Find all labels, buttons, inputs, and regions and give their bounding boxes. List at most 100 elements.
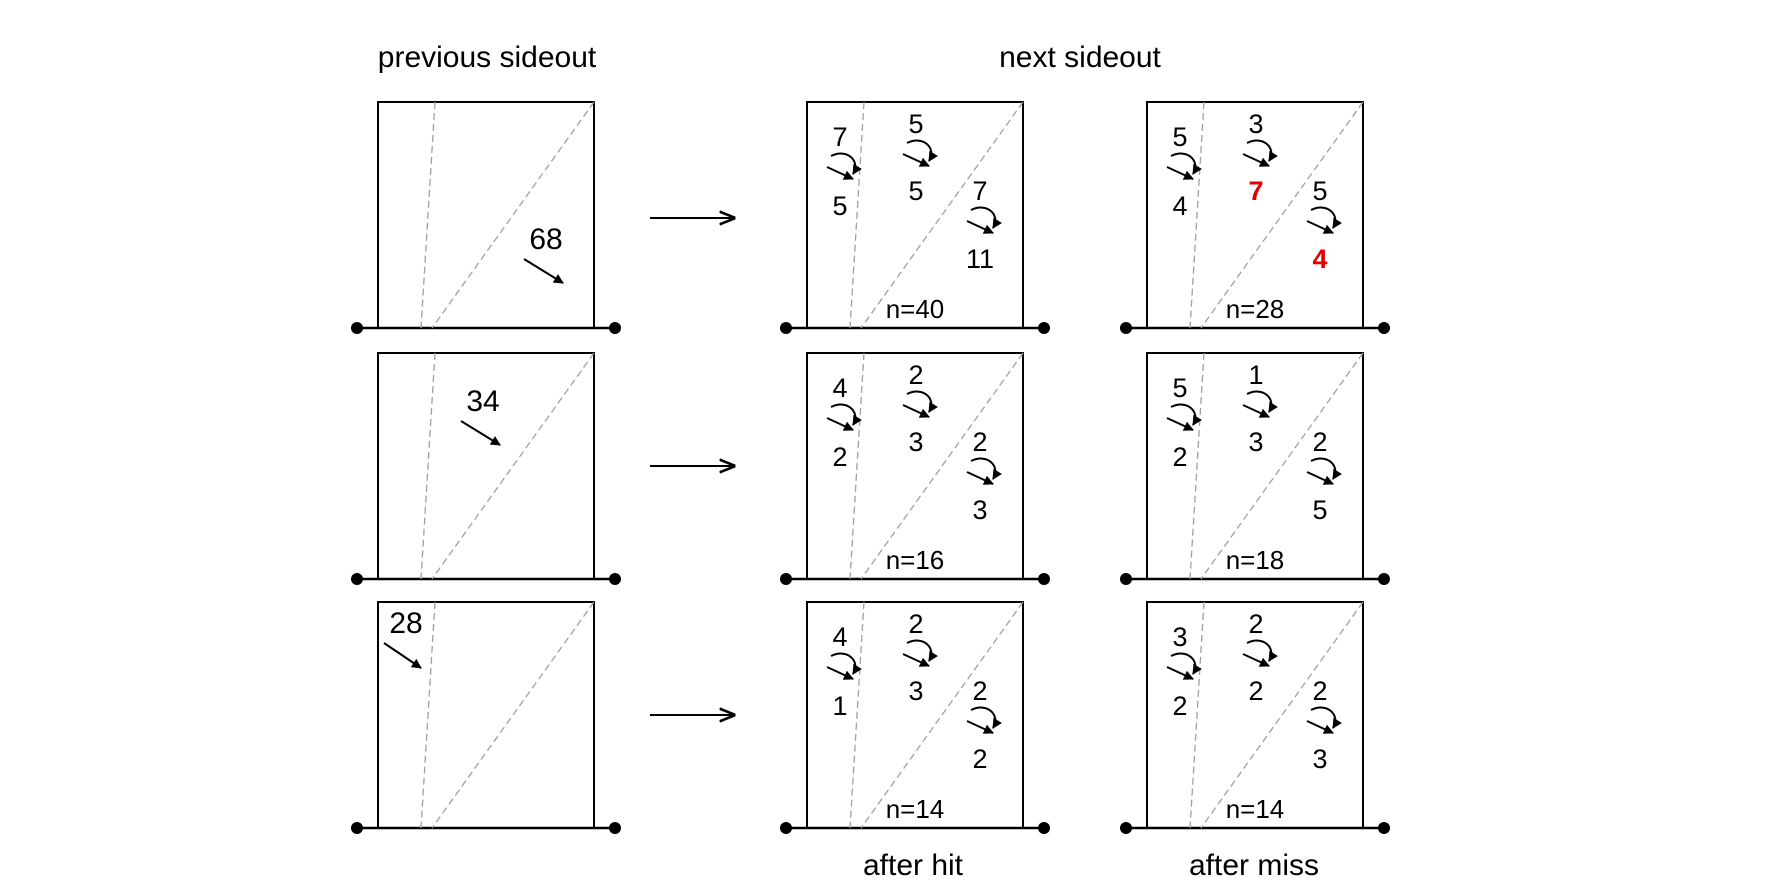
zone-1-top-count: 5 bbox=[1172, 122, 1187, 152]
net-post-left bbox=[780, 322, 792, 334]
zone-3-bottom-count: 2 bbox=[972, 744, 987, 774]
curved-return-arrow-icon bbox=[906, 639, 938, 662]
after-miss-court: 5 4 3 7 5 4 n=28 bbox=[1120, 101, 1390, 334]
zone-2-bottom-count: 5 bbox=[908, 176, 923, 206]
previous-count-label: 68 bbox=[529, 223, 562, 256]
zone-3-top-count: 2 bbox=[972, 676, 987, 706]
attack-arrow-icon bbox=[1166, 417, 1194, 431]
curved-return-arrow-icon bbox=[970, 457, 1002, 480]
zone-3-bottom-count: 5 bbox=[1312, 495, 1327, 525]
zone-3-bottom-count: 4 bbox=[1312, 244, 1327, 274]
previous-count-label: 28 bbox=[389, 607, 422, 640]
curved-return-arrow-icon bbox=[830, 403, 862, 426]
net-post-left bbox=[780, 573, 792, 585]
net-post-right bbox=[1378, 322, 1390, 334]
attack-arrow-icon bbox=[966, 720, 994, 734]
sample-size-label: n=14 bbox=[1226, 794, 1285, 824]
curved-return-arrow-icon bbox=[1246, 390, 1278, 413]
zone-divider-left bbox=[420, 601, 436, 829]
net-post-right bbox=[1378, 822, 1390, 834]
zone-3-bottom-count: 3 bbox=[1312, 744, 1327, 774]
curved-return-arrow-icon bbox=[1170, 152, 1202, 175]
attack-direction-arrow-icon bbox=[460, 420, 501, 446]
zone-2-bottom-count: 3 bbox=[908, 427, 923, 457]
next-sideout-header: next sideout bbox=[999, 41, 1161, 74]
attack-arrow-icon bbox=[902, 153, 930, 167]
zone-1-top-count: 4 bbox=[832, 373, 847, 403]
net-post-left bbox=[780, 822, 792, 834]
zone-3-bottom-count: 11 bbox=[966, 244, 994, 274]
curved-return-arrow-icon bbox=[1246, 139, 1278, 162]
curved-return-arrow-icon bbox=[830, 652, 862, 675]
attack-arrow-icon bbox=[826, 166, 854, 180]
zone-divider-left bbox=[420, 352, 436, 580]
curved-return-arrow-icon bbox=[830, 152, 862, 175]
curved-return-arrow-icon bbox=[1170, 403, 1202, 426]
zone-2-top-count: 2 bbox=[908, 360, 923, 390]
zone-divider-right bbox=[431, 352, 595, 580]
curved-return-arrow-icon bbox=[1246, 639, 1278, 662]
zone-divider-right bbox=[1200, 601, 1364, 829]
zone-1-bottom-count: 4 bbox=[1172, 191, 1187, 221]
curved-return-arrow-icon bbox=[1170, 652, 1202, 675]
net-post-left bbox=[1120, 822, 1132, 834]
attack-arrow-icon bbox=[826, 417, 854, 431]
zone-divider-right bbox=[860, 352, 1024, 580]
zone-3-top-count: 5 bbox=[1312, 176, 1327, 206]
zone-2-bottom-count: 3 bbox=[1248, 427, 1263, 457]
zone-divider-right bbox=[1200, 101, 1364, 329]
curved-return-arrow-icon bbox=[970, 706, 1002, 729]
zone-divider-right bbox=[860, 601, 1024, 829]
net-post-right bbox=[1038, 322, 1050, 334]
zone-divider-right bbox=[431, 601, 595, 829]
zone-divider-left bbox=[1189, 101, 1205, 329]
zone-3-bottom-count: 3 bbox=[972, 495, 987, 525]
attack-arrow-icon bbox=[826, 666, 854, 680]
sample-size-label: n=28 bbox=[1226, 294, 1285, 324]
zone-3-top-count: 7 bbox=[972, 176, 987, 206]
zone-2-bottom-count: 7 bbox=[1248, 176, 1263, 206]
attack-arrow-icon bbox=[966, 471, 994, 485]
zone-divider-left bbox=[1189, 352, 1205, 580]
sample-size-label: n=18 bbox=[1226, 545, 1285, 575]
zone-2-top-count: 3 bbox=[1248, 109, 1263, 139]
curved-return-arrow-icon bbox=[1310, 206, 1342, 229]
zone-divider-left bbox=[1189, 601, 1205, 829]
zone-2-top-count: 1 bbox=[1248, 360, 1263, 390]
previous-sideout-court: 28 bbox=[351, 601, 621, 834]
net-post-left bbox=[1120, 322, 1132, 334]
attack-direction-arrow-icon bbox=[523, 258, 564, 284]
after-miss-label: after miss bbox=[1189, 849, 1319, 882]
attack-arrow-icon bbox=[1306, 220, 1334, 234]
previous-sideout-header: previous sideout bbox=[378, 41, 597, 74]
attack-arrow-icon bbox=[1166, 666, 1194, 680]
attack-arrow-icon bbox=[1242, 153, 1270, 167]
net-post-right bbox=[1378, 573, 1390, 585]
net-post-left bbox=[351, 573, 363, 585]
zone-1-top-count: 7 bbox=[832, 122, 847, 152]
attack-arrow-icon bbox=[966, 220, 994, 234]
zone-2-bottom-count: 3 bbox=[908, 676, 923, 706]
attack-arrow-icon bbox=[1306, 720, 1334, 734]
zone-divider-left bbox=[849, 101, 865, 329]
zone-divider-left bbox=[420, 101, 436, 329]
zone-2-top-count: 2 bbox=[1248, 609, 1263, 639]
zone-1-bottom-count: 2 bbox=[832, 442, 847, 472]
zone-1-bottom-count: 2 bbox=[1172, 691, 1187, 721]
previous-sideout-court: 68 bbox=[351, 101, 621, 334]
curved-return-arrow-icon bbox=[970, 206, 1002, 229]
attack-arrow-icon bbox=[902, 653, 930, 667]
sample-size-label: n=14 bbox=[886, 794, 945, 824]
zone-divider-right bbox=[431, 101, 595, 329]
attack-arrow-icon bbox=[1306, 471, 1334, 485]
zone-1-bottom-count: 2 bbox=[1172, 442, 1187, 472]
zone-1-bottom-count: 5 bbox=[832, 191, 847, 221]
attack-arrow-icon bbox=[1166, 166, 1194, 180]
curved-return-arrow-icon bbox=[906, 390, 938, 413]
